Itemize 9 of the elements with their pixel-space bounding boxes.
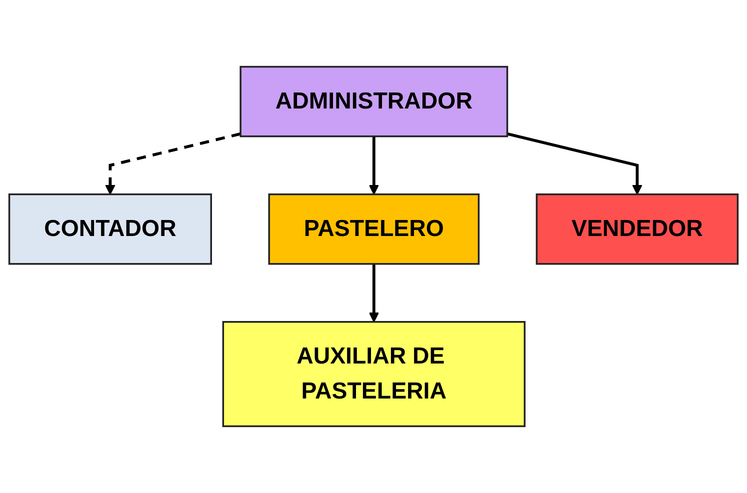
node-box: ADMINISTRADOR — [240, 66, 508, 138]
node-box: VENDEDOR — [536, 193, 739, 265]
node-box: AUXILIAR DE PASTELERIA — [222, 321, 526, 428]
node-box: PASTELERO — [268, 193, 480, 265]
arrow — [506, 132, 642, 195]
arrow — [368, 264, 379, 322]
arrow — [105, 132, 241, 195]
node-box: CONTADOR — [8, 193, 212, 265]
arrow — [368, 136, 379, 195]
